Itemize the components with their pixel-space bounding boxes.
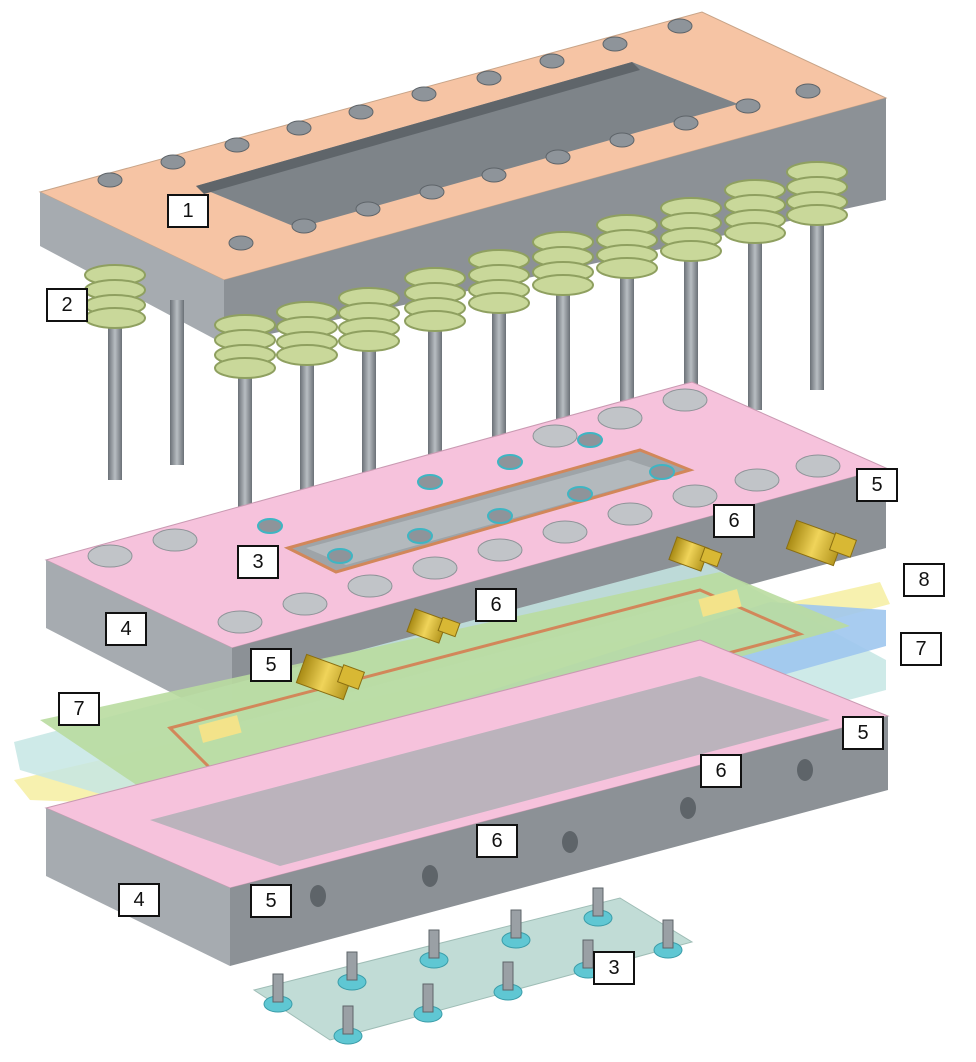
fitting-4 [785,519,858,567]
callout-3-lower: 3 [593,951,635,985]
callout-6-upper-center: 6 [475,588,517,622]
callout-5-upper-right: 5 [856,468,898,502]
callout-4-lower: 4 [118,883,160,917]
middle-plate-bolts [257,432,675,564]
callout-2: 2 [46,288,88,322]
spring-5 [404,267,466,332]
coil-springs [84,161,848,379]
fitting-2 [406,608,461,644]
callout-5-lower-left: 5 [250,884,292,918]
spring-3 [276,301,338,366]
fitting-1 [295,653,366,701]
spring-8 [596,214,658,279]
pin-plate [252,897,694,1041]
spring-11 [786,161,848,226]
spring-10 [724,179,786,244]
callout-6-lower-center: 6 [476,824,518,858]
callout-1: 1 [167,194,209,228]
spring-9 [660,197,722,262]
callout-8: 8 [903,563,945,597]
callout-7-right: 7 [900,632,942,666]
callout-3-upper: 3 [237,545,279,579]
spring-1 [84,264,146,329]
spring-4 [338,287,400,352]
top-plate-bolts [97,18,821,251]
callout-5-upper-left: 5 [250,648,292,682]
top-plate [38,11,888,344]
upper-plate-holes [87,388,841,634]
lower-plate-side-holes [310,759,813,907]
spring-2 [214,314,276,379]
pin-plate-studs [263,887,683,1045]
callout-6-lower-right: 6 [700,754,742,788]
spring-6 [468,249,530,314]
hex-fittings [295,519,858,701]
callout-5-lower-right: 5 [842,716,884,750]
fitting-3 [668,536,723,572]
spring-7 [532,231,594,296]
callout-7-left: 7 [58,692,100,726]
spring-rods [108,210,824,530]
callout-4-upper: 4 [105,612,147,646]
callout-6-upper-right: 6 [713,504,755,538]
